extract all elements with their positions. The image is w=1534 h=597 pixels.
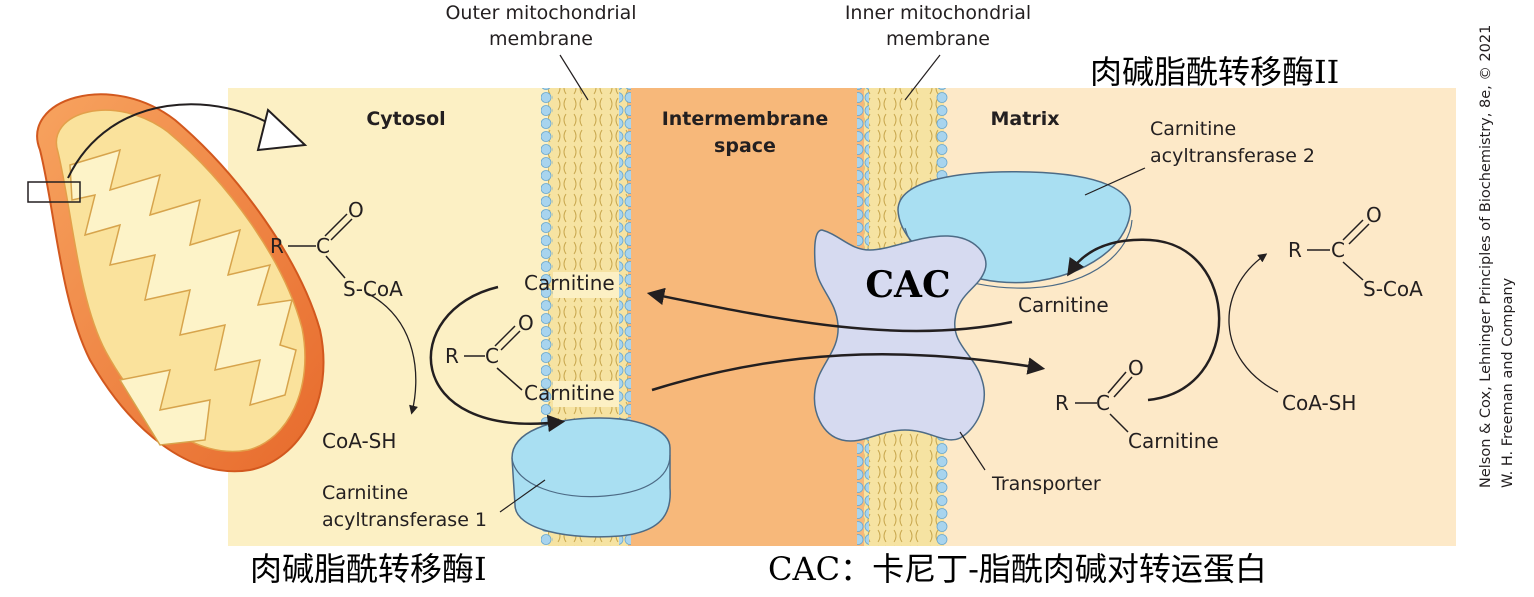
carnitine-acyltransferase-1 xyxy=(511,417,671,538)
oxygen-matrix: O xyxy=(1366,203,1382,227)
transporter-leader xyxy=(959,431,986,471)
inner-membrane-label-1: Inner mitochondrial xyxy=(845,2,1031,24)
outer-membrane-label-2: membrane xyxy=(489,28,593,50)
cat2-leader xyxy=(1084,167,1146,196)
cac-transporter xyxy=(813,229,987,442)
carbon-acylcarnitine-matrix: C xyxy=(1096,391,1110,415)
r-group-acylcarnitine-matrix: R xyxy=(1055,391,1069,415)
acylcarnitine-in-arrow xyxy=(651,353,1046,392)
oxygen-acylcarnitine-matrix: O xyxy=(1128,356,1144,380)
intermembrane-label-1: Intermembrane xyxy=(662,108,829,130)
zoom-arrow xyxy=(67,103,281,179)
cat2-chinese-label: 肉碱脂酰转移酶II xyxy=(1090,53,1339,91)
acyl-carnitine-matrix xyxy=(1075,371,1133,433)
credit-line-1: Nelson & Cox, Lehninger Principles of Bi… xyxy=(1478,25,1494,488)
carnitine-cytosol-bottom: Carnitine xyxy=(524,381,615,405)
matrix-region xyxy=(944,88,1456,546)
coa-uptake-matrix-arrow xyxy=(1228,253,1279,393)
coa-release-cytosol-arrow xyxy=(364,291,418,415)
credit-line-2: W. H. Freeman and Company xyxy=(1500,277,1516,488)
r-group-acylcarnitine-cytosol: R xyxy=(445,344,459,368)
cat1-label-2: acyltransferase 1 xyxy=(322,509,487,531)
cat2-label-2: acyltransferase 2 xyxy=(1150,145,1315,167)
cytosol-label: Cytosol xyxy=(366,108,445,130)
acyl-coa-cytosol xyxy=(288,213,353,279)
cat2-curve-arrow xyxy=(1067,238,1221,402)
carnitine-acylcarnitine-matrix: Carnitine xyxy=(1128,429,1219,453)
cat1-chinese-label: 肉碱脂酰转移酶I xyxy=(250,550,487,588)
coash-cytosol: CoA-SH xyxy=(322,429,396,453)
outer-membrane-leader xyxy=(559,54,589,101)
inner-membrane-leader xyxy=(904,54,941,101)
zoom-box xyxy=(27,181,81,203)
cat1-leader xyxy=(499,479,546,513)
matrix-label: Matrix xyxy=(991,108,1060,130)
carbon-cytosol: C xyxy=(316,234,330,258)
scoa-cytosol: S-CoA xyxy=(343,277,403,301)
coash-matrix: CoA-SH xyxy=(1282,391,1356,415)
acyl-carnitine-cytosol xyxy=(464,325,523,391)
intermembrane-label-2: space xyxy=(714,135,776,157)
cat2-label-1: Carnitine xyxy=(1150,118,1236,140)
cac-label: CAC xyxy=(865,264,950,306)
r-group-matrix: R xyxy=(1288,238,1302,262)
carnitine-cytosol-top: Carnitine xyxy=(524,271,615,295)
carnitine-out-arrow xyxy=(646,287,1013,333)
inner-membrane-label-2: membrane xyxy=(886,28,990,50)
cat1-curve-arrow xyxy=(429,285,566,433)
r-group-cytosol: R xyxy=(270,234,284,258)
carnitine-matrix: Carnitine xyxy=(1018,293,1109,317)
carbon-matrix: C xyxy=(1331,238,1345,262)
transporter-label: Transporter xyxy=(991,473,1101,495)
oxygen-acylcarnitine-cytosol: O xyxy=(518,311,534,335)
carbon-acylcarnitine-cytosol: C xyxy=(485,344,499,368)
oxygen-cytosol: O xyxy=(348,198,364,222)
cac-chinese-label: CAC：卡尼丁-脂酰肉碱对转运蛋白 xyxy=(768,550,1267,588)
acyl-coa-matrix xyxy=(1307,219,1370,281)
mitochondrion-illustration xyxy=(27,93,325,473)
cat1-label-1: Carnitine xyxy=(322,482,408,504)
outer-membrane-label-1: Outer mitochondrial xyxy=(445,2,636,24)
scoa-matrix: S-CoA xyxy=(1363,277,1423,301)
